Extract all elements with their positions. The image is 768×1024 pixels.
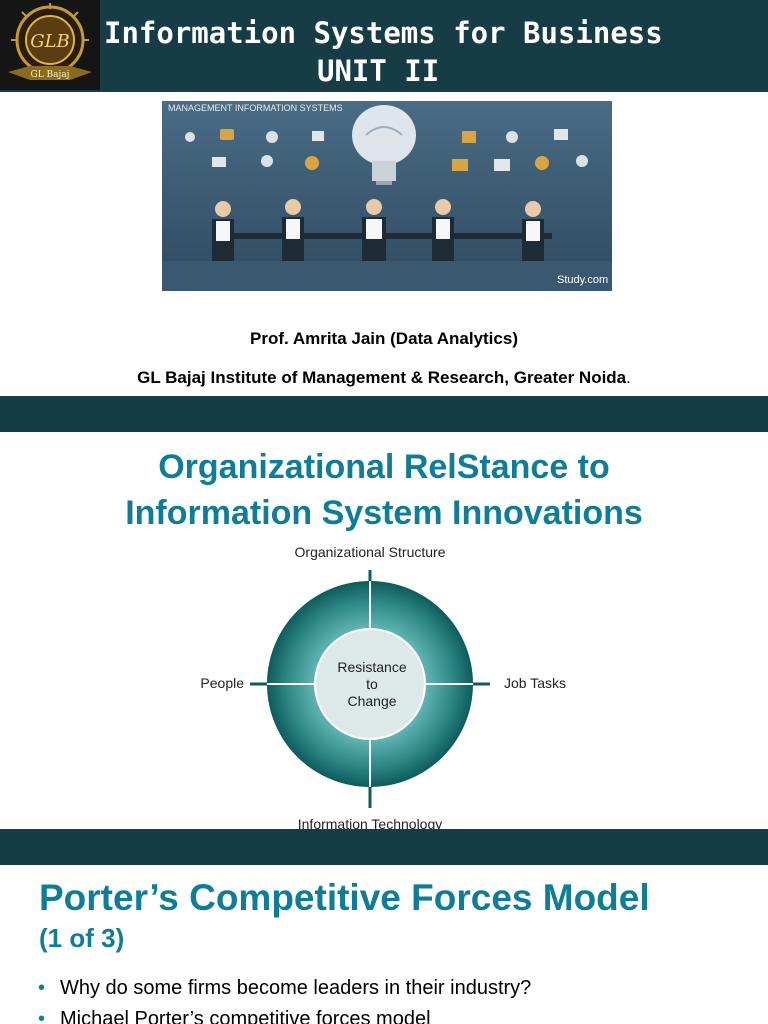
svg-text:MANAGEMENT INFORMATION SYSTEMS: MANAGEMENT INFORMATION SYSTEMS [168, 103, 343, 113]
label-left: People [200, 675, 244, 691]
slide-title-line2: Information System Innovations [125, 494, 643, 532]
title-bar [0, 0, 768, 92]
resistance-ring-icon: Organizational Structure Resistance to C… [200, 544, 566, 829]
title-slide: GLB GL Bajaj Information Systems for Bus… [0, 0, 768, 396]
slide-title: Information Systems for Business UNIT II [104, 14, 764, 90]
center-line1: Resistance [337, 659, 406, 675]
institute-period: . [626, 368, 631, 387]
unit-label: UNIT II [317, 54, 440, 88]
slide-title-line1: Organizational RelStance to [158, 448, 610, 486]
meeting-illustration-icon: MANAGEMENT INFORMATION SYSTEMS [162, 101, 612, 291]
svg-text:GL Bajaj: GL Bajaj [31, 70, 70, 80]
resistance-slide: Organizational RelStance to Information … [0, 432, 768, 829]
gl-bajaj-logo: GLB GL Bajaj [0, 0, 100, 90]
resistance-diagram: Organizational Structure Resistance to C… [200, 540, 572, 829]
slide-title: Organizational RelStance to Information … [0, 444, 768, 536]
bullet-icon: • [38, 977, 46, 999]
mis-illustration: MANAGEMENT INFORMATION SYSTEMS [162, 101, 612, 291]
center-line2: to [366, 676, 378, 692]
porter-slide: Porter’s Competitive Forces Model (1 of … [0, 865, 768, 1024]
label-right: Job Tasks [504, 675, 566, 691]
bullet-text: Michael Porter’s competitive forces mode… [60, 1008, 431, 1024]
author-line: Prof. Amrita Jain (Data Analytics) [250, 329, 518, 348]
bullet-list: • Why do some firms become leaders in the… [38, 973, 531, 1024]
svg-text:GLB: GLB [30, 31, 70, 52]
svg-text:Study.com: Study.com [557, 274, 608, 286]
label-bottom: Information Technology [298, 816, 443, 829]
institute-line: GL Bajaj Institute of Management & Resea… [0, 368, 768, 388]
center-line3: Change [347, 693, 396, 709]
slide-divider [0, 396, 768, 432]
slide-subtitle: (1 of 3) [39, 923, 125, 953]
bullet-text: Why do some firms become leaders in thei… [60, 977, 532, 999]
list-item: • Why do some firms become leaders in the… [38, 973, 531, 1004]
institute-name: GL Bajaj Institute of Management & Resea… [137, 368, 627, 387]
label-top: Organizational Structure [295, 544, 446, 560]
slide-divider [0, 829, 768, 865]
slide-title: Porter’s Competitive Forces Model [39, 877, 650, 918]
list-item: • Michael Porter’s competitive forces mod… [38, 1004, 531, 1024]
logo-emblem-icon: GLB GL Bajaj [0, 0, 100, 90]
course-title: Information Systems for Business [104, 16, 663, 50]
bullet-icon: • [38, 1008, 46, 1024]
